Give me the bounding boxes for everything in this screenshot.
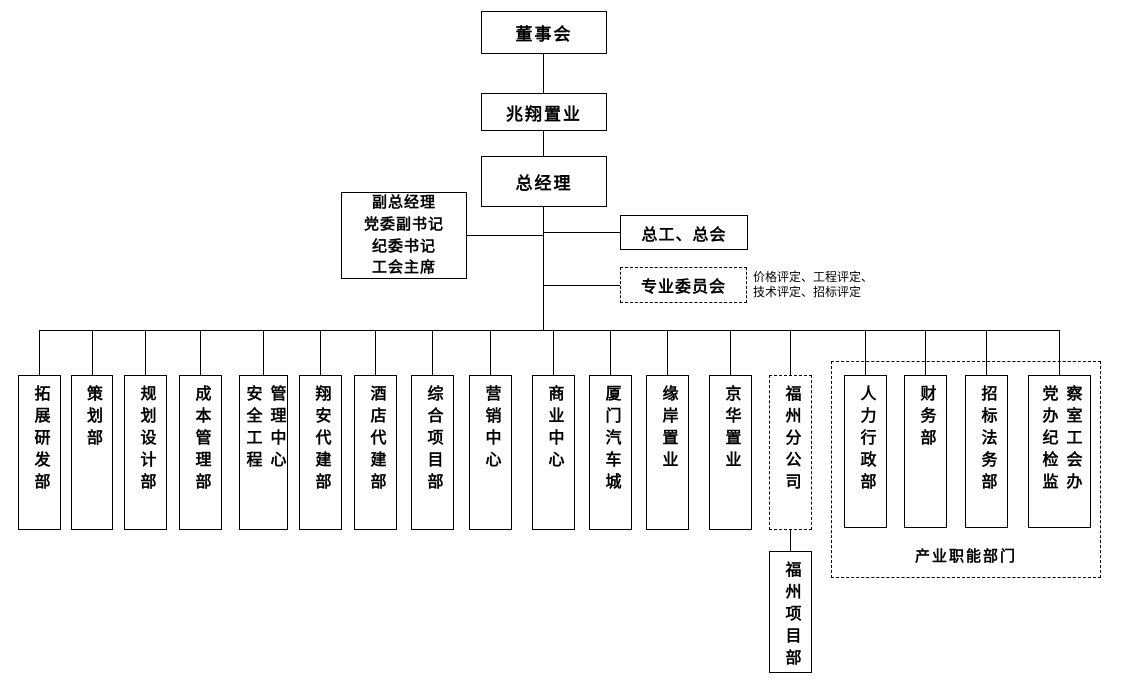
dept-box-16: 财务部 xyxy=(904,375,947,528)
deputy-roles-label: 副总经理 党委副书记 纪委书记 工会主席 xyxy=(363,194,444,277)
dept-label: 党办纪检监 察室工会办 xyxy=(1039,385,1081,495)
board-label: 董事会 xyxy=(515,25,573,44)
dept-box-06: 翔安代建部 xyxy=(299,375,342,530)
dept-box-09: 营销中心 xyxy=(469,375,512,530)
connector-fuzhou-project xyxy=(790,530,791,551)
dept-label: 拓展研发部 xyxy=(31,385,49,495)
dept-box-04: 成本管理部 xyxy=(179,375,222,530)
connector-drop xyxy=(92,330,93,375)
connector-drop xyxy=(790,330,791,375)
dept-box-01: 拓展研发部 xyxy=(18,375,61,530)
functional-group-box xyxy=(831,361,1101,578)
connector-drop xyxy=(610,330,611,375)
dept-box-fuzhou-project: 福州项目部 xyxy=(769,551,812,673)
connector-drop xyxy=(553,330,554,375)
dept-box-03: 规划设计部 xyxy=(124,375,167,530)
chief-label: 总工、总会 xyxy=(641,226,727,244)
connector-drop xyxy=(320,330,321,375)
dept-label: 酒店代建部 xyxy=(367,385,385,495)
dept-label: 营销中心 xyxy=(482,385,500,473)
connector-deputy xyxy=(467,235,543,236)
functional-group-label: 产业职能部门 xyxy=(914,548,1017,565)
dept-label: 商业中心 xyxy=(545,385,563,473)
org-node-committee: 专业委员会 xyxy=(620,267,747,303)
dept-box-05: 安全工程 管理中心 xyxy=(239,375,288,530)
org-node-general-manager: 总经理 xyxy=(481,156,607,207)
connector-drop xyxy=(925,330,926,375)
connector-drop xyxy=(145,330,146,375)
general-manager-label: 总经理 xyxy=(515,174,573,193)
org-node-board: 董事会 xyxy=(481,11,607,54)
dept-label: 成本管理部 xyxy=(192,385,210,495)
dept-label: 京华置业 xyxy=(722,385,740,473)
connector-board-company xyxy=(543,54,544,93)
connector-drop xyxy=(667,330,668,375)
org-node-chief: 总工、总会 xyxy=(620,215,748,250)
connector-drop xyxy=(39,330,40,375)
org-node-deputy-roles: 副总经理 党委副书记 纪委书记 工会主席 xyxy=(341,192,467,279)
dept-box-18: 党办纪检监 察室工会办 xyxy=(1028,375,1091,528)
connector-company-gm xyxy=(543,131,544,156)
dept-label: 福州分公司 xyxy=(782,385,800,495)
dept-box-17: 招标法务部 xyxy=(965,375,1008,528)
connector-main-horizontal xyxy=(39,330,1060,331)
connector-drop xyxy=(263,330,264,375)
dept-label: 招标法务部 xyxy=(978,385,996,495)
connector-drop xyxy=(490,330,491,375)
connector-drop xyxy=(432,330,433,375)
dept-box-07: 酒店代建部 xyxy=(354,375,397,530)
dept-label: 策划部 xyxy=(84,385,101,451)
dept-label: 翔安代建部 xyxy=(312,385,330,495)
dept-box-02: 策划部 xyxy=(71,375,113,530)
connector-drop xyxy=(200,330,201,375)
dept-label: 人力行政部 xyxy=(857,385,875,495)
connector-drop xyxy=(986,330,987,375)
dept-label: 厦门汽车城 xyxy=(602,385,620,495)
connector-drop xyxy=(865,330,866,375)
dept-label: 综合项目部 xyxy=(424,385,442,495)
connector-drop xyxy=(730,330,731,375)
dept-label: 财务部 xyxy=(917,385,935,451)
dept-label: 规划设计部 xyxy=(137,385,155,495)
org-node-company: 兆翔置业 xyxy=(481,93,607,131)
dept-box-13: 京华置业 xyxy=(709,375,752,530)
dept-box-14-fuzhou-branch: 福州分公司 xyxy=(769,375,812,530)
committee-note: 价格评定、工程评定、 技术评定、招标评定 xyxy=(753,270,874,299)
dept-box-11: 厦门汽车城 xyxy=(589,375,632,530)
committee-label: 专业委员会 xyxy=(640,279,726,296)
company-label: 兆翔置业 xyxy=(506,104,582,124)
connector-chief xyxy=(543,232,620,233)
connector-committee xyxy=(543,285,620,286)
connector-trunk xyxy=(543,207,544,331)
connector-drop xyxy=(1059,330,1060,375)
dept-box-12: 缘岸置业 xyxy=(646,375,689,530)
dept-box-08: 综合项目部 xyxy=(411,375,454,530)
dept-label: 缘岸置业 xyxy=(659,385,677,473)
dept-label: 安全工程 管理中心 xyxy=(243,385,285,473)
dept-box-10: 商业中心 xyxy=(532,375,575,530)
dept-box-15: 人力行政部 xyxy=(844,375,887,528)
dept-label: 福州项目部 xyxy=(782,561,800,671)
connector-drop xyxy=(375,330,376,375)
